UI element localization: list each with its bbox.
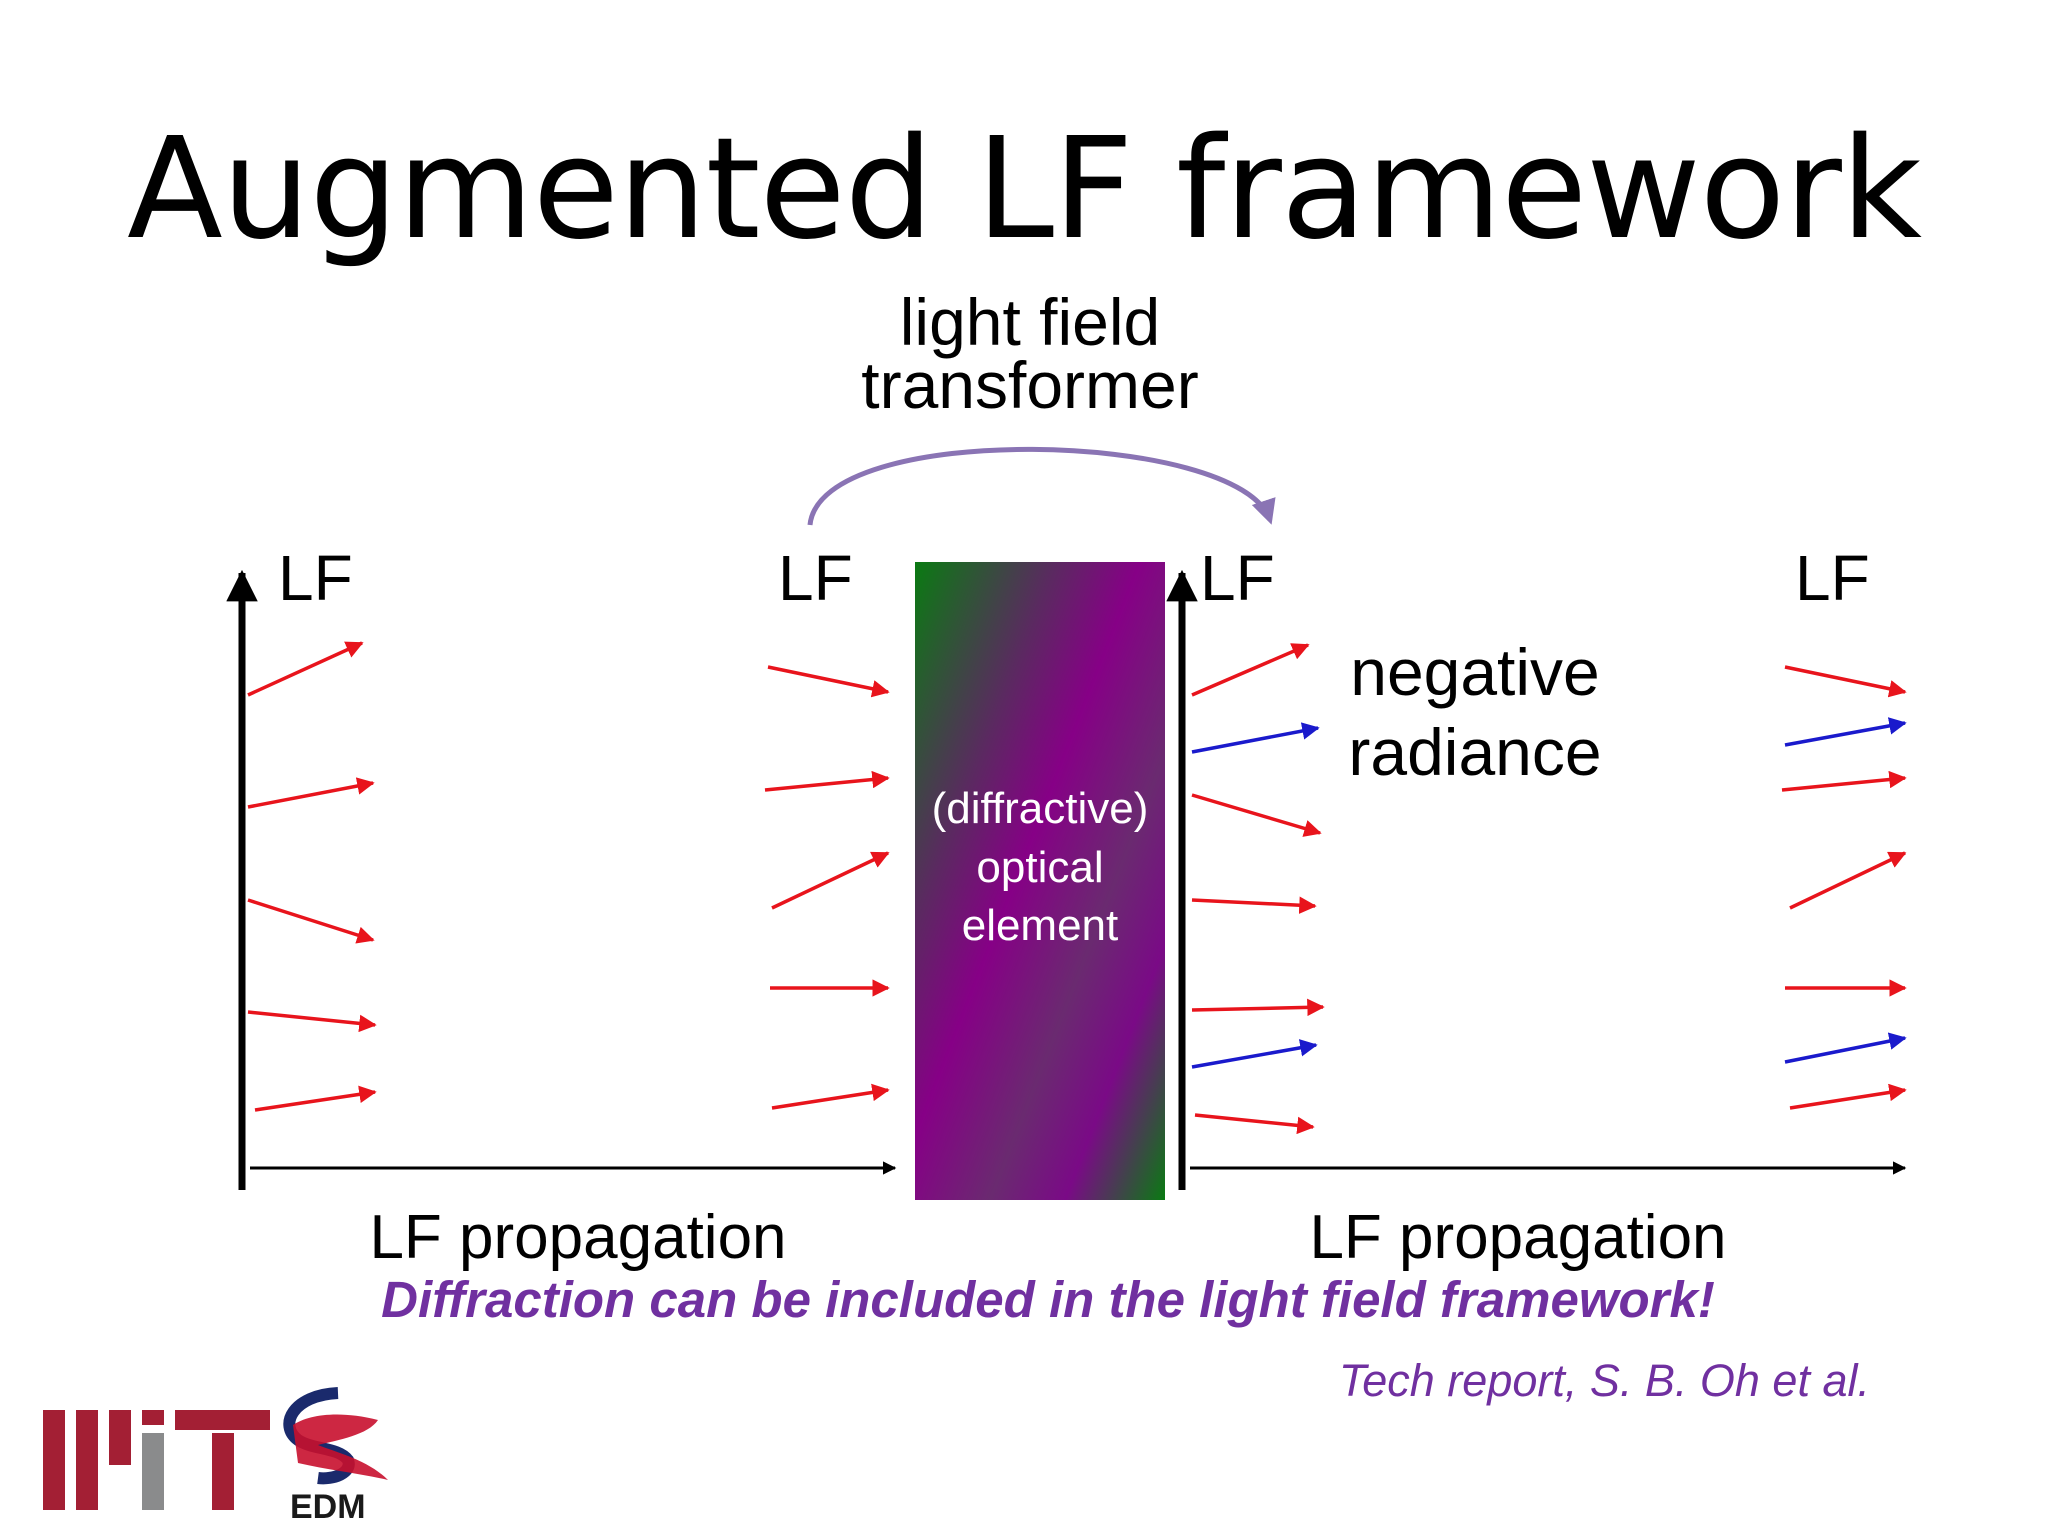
tagline: Diffraction can be included in the light…: [381, 1271, 1715, 1328]
optical-element: [915, 562, 1165, 1200]
ray: [1191, 643, 1310, 697]
ray: [1191, 793, 1322, 837]
ray-negative: [1784, 717, 1907, 747]
ray-negative: [1191, 722, 1320, 754]
edm-logo-text: EDM: [290, 1488, 366, 1525]
ray: [1789, 851, 1907, 910]
transformer-label-line2: transformer: [861, 348, 1198, 422]
lf-label-1: LF: [278, 542, 353, 614]
ray: [1191, 998, 1325, 1017]
ray-group-1: [247, 641, 377, 1112]
propagation-label-right: LF propagation: [1309, 1203, 1726, 1272]
mit-logo-icon: [43, 1410, 270, 1510]
ray: [1789, 1083, 1907, 1110]
ray: [1784, 665, 1907, 698]
ray: [771, 1083, 890, 1110]
edm-logo-icon: EDM: [283, 1387, 388, 1526]
negative-label-line1: negative: [1350, 635, 1600, 709]
ray-group-2: [764, 665, 890, 1110]
transformer-label-line1: light field: [900, 285, 1161, 359]
lf-label-3: LF: [1200, 542, 1275, 614]
negative-label-line2: radiance: [1348, 715, 1601, 789]
propagation-label-left: LF propagation: [369, 1203, 786, 1272]
ray-negative: [1191, 1039, 1318, 1069]
ray: [1194, 1113, 1315, 1135]
ray-group-4: [1781, 665, 1907, 1110]
slide-title: Augmented LF framework: [127, 108, 1922, 271]
ray: [1191, 896, 1317, 914]
ray: [767, 665, 890, 698]
arc-arrow-icon: [807, 446, 1276, 526]
ray-group-3: [1191, 643, 1325, 1135]
ray: [247, 641, 364, 697]
element-label-line3: element: [962, 901, 1119, 950]
ray-negative: [1784, 1032, 1907, 1064]
ray: [764, 770, 890, 792]
ray: [1781, 770, 1907, 792]
ray: [771, 851, 890, 910]
ray: [247, 1010, 377, 1033]
ray: [247, 777, 375, 809]
ray: [247, 898, 375, 944]
ray: [254, 1085, 377, 1112]
lf-label-4: LF: [1795, 542, 1870, 614]
element-label-line1: (diffractive): [932, 784, 1149, 833]
citation: Tech report, S. B. Oh et al.: [1338, 1355, 1870, 1406]
element-label-line2: optical: [976, 843, 1103, 892]
lf-label-2: LF: [778, 542, 853, 614]
logo-area: EDM: [38, 1385, 398, 1530]
